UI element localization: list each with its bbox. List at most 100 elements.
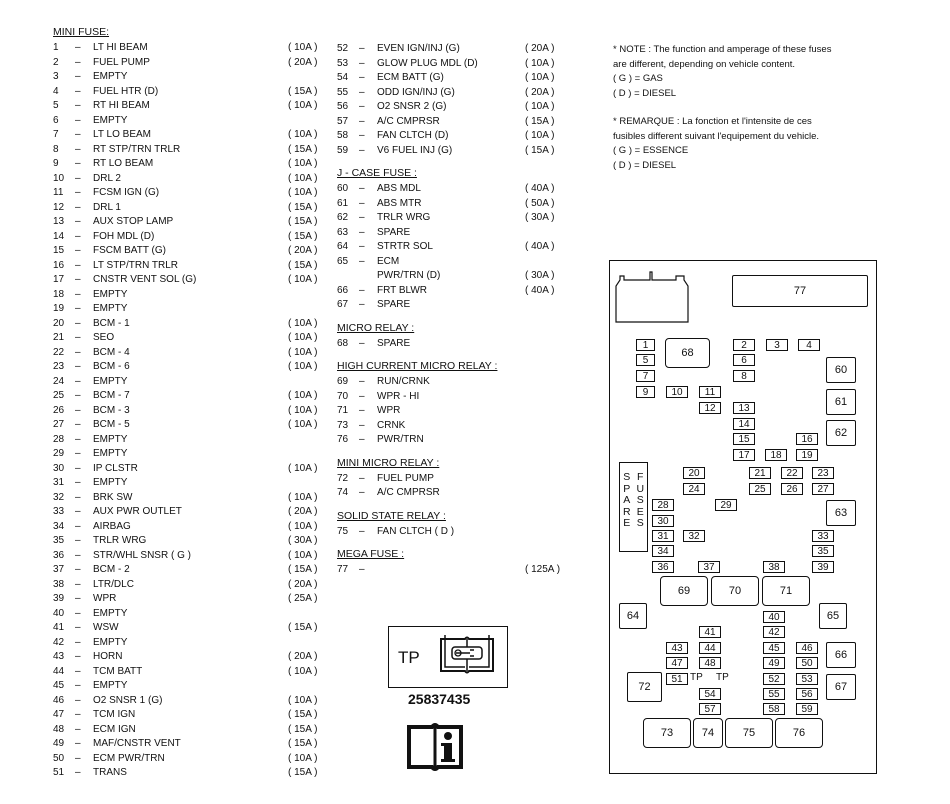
fuse-circuit: PWR/TRN — [377, 434, 424, 445]
fuse-list-row: 22–BCM - 4( 10A ) — [53, 346, 343, 361]
separator: – — [359, 284, 365, 296]
fuse-list-row: 55–ODD IGN/INJ (G)( 20A ) — [337, 86, 587, 101]
fuse-circuit: RUN/CRNK — [377, 376, 430, 387]
fuse-circuit: RT LO BEAM — [93, 158, 154, 169]
fuse-slot-57: 57 — [699, 703, 721, 715]
separator: – — [75, 723, 81, 735]
note-line: ( G ) = ESSENCE — [613, 145, 689, 156]
info-manual-icon — [407, 723, 463, 771]
fuse-number: 33 — [53, 506, 65, 517]
fuse-circuit: BCM - 5 — [93, 419, 130, 430]
fuse-amperage: ( 10A ) — [288, 346, 318, 358]
fuse-circuit: TRLR WRG — [377, 212, 431, 223]
separator: – — [75, 462, 81, 474]
fuse-list-row: 10–DRL 2( 10A ) — [53, 172, 343, 187]
fuse-list-row: 75–FAN CLTCH ( D ) — [337, 525, 587, 540]
fuse-slot-4: 4 — [798, 339, 820, 351]
letter: A — [623, 494, 631, 506]
fuse-number: 1 — [53, 42, 59, 53]
fuse-number: 14 — [53, 230, 65, 242]
tp-label: TP — [398, 648, 420, 667]
fuse-circuit: EMPTY — [93, 303, 128, 314]
fuse-slot-53: 53 — [796, 673, 818, 685]
fuse-list-row: 43–HORN( 20A ) — [53, 650, 343, 665]
fuse-list-row: 17–CNSTR VENT SOL (G)( 10A ) — [53, 273, 343, 288]
fuse-slot-15: 15 — [733, 433, 755, 445]
note-line: ( D ) = DIESEL — [613, 87, 677, 99]
fuse-circuit: TCM BATT — [93, 665, 143, 677]
fuse-circuit: SPARE — [377, 226, 411, 238]
fuse-number: 15 — [53, 245, 65, 256]
fuse-number: 12 — [53, 201, 65, 213]
fuse-list-row: 38–LTR/DLC( 20A ) — [53, 578, 343, 593]
fuse-circuit: STR/WHL SNSR ( G ) — [93, 549, 191, 561]
fuse-slot-19: 19 — [796, 449, 818, 461]
fuse-slot-48: 48 — [699, 657, 721, 669]
fuse-list-row: 30–IP CLSTR( 10A ) — [53, 462, 343, 477]
fuse-number: 20 — [53, 317, 65, 329]
note-line: are different, depending on vehicle cont… — [613, 58, 796, 70]
fuse-number: 27 — [53, 419, 65, 430]
fuse-circuit: CNSTR VENT SOL (G) — [93, 274, 197, 285]
fuse-circuit: WSW — [93, 622, 119, 633]
fuse-slot-58: 58 — [763, 703, 785, 715]
fuse-number: 24 — [53, 375, 65, 387]
separator: – — [359, 434, 365, 445]
fuse-number: 61 — [337, 197, 349, 209]
fuse-list-row: 47–TCM IGN( 15A ) — [53, 708, 343, 723]
fuse-list-row: 57–A/C CMPRSR( 15A ) — [337, 115, 587, 130]
separator: – — [75, 332, 81, 343]
fuse-circuit: FUEL HTR (D) — [93, 85, 159, 97]
fuse-slot-24: 24 — [683, 483, 705, 495]
fuse-list-row: 35–TRLR WRG( 30A ) — [53, 534, 343, 549]
fuse-number: 48 — [53, 723, 65, 735]
fuse-amperage: ( 15A ) — [525, 144, 555, 156]
section-heading: SOLID STATE RELAY : — [337, 509, 446, 522]
fuse-list-row: 34–AIRBAG( 10A ) — [53, 520, 343, 535]
separator: – — [75, 622, 81, 633]
fuse-circuit: FRT BLWR — [377, 284, 428, 296]
fuse-slot-32: 32 — [683, 530, 705, 542]
fuse-slot-61: 61 — [826, 389, 856, 415]
fuse-list-row: 20–BCM - 1( 10A ) — [53, 317, 343, 332]
fuse-circuit: FAN CLTCH ( D ) — [377, 525, 455, 537]
fuse-circuit: FUEL PUMP — [93, 56, 150, 68]
fuse-slot-51: 51 — [666, 673, 688, 685]
notes: * NOTE : The function and amperage of th… — [613, 43, 903, 173]
fuse-number — [337, 269, 359, 284]
fuse-list-row: 49–MAF/CNSTR VENT( 15A ) — [53, 737, 343, 752]
fuse-amperage: ( 10A ) — [288, 694, 318, 706]
fuse-amperage: ( 20A ) — [288, 578, 318, 590]
fuse-list-row: 42–EMPTY — [53, 636, 343, 651]
fuse-circuit: SPARE — [377, 337, 411, 349]
fuse-list-row: 33–AUX PWR OUTLET( 20A ) — [53, 505, 343, 520]
fuse-amperage: ( 10A ) — [288, 274, 318, 285]
fuse-circuit: RT STP/TRN TRLR — [93, 143, 181, 155]
fuse-slot-64: 64 — [619, 603, 647, 629]
fuse-amperage: ( 15A ) — [288, 738, 318, 749]
separator: – — [359, 57, 365, 69]
part-number: 25837435 — [408, 691, 471, 707]
fuse-number: 71 — [337, 405, 349, 416]
fuse-slot-17: 17 — [733, 449, 755, 461]
fuse-number: 39 — [53, 593, 65, 604]
separator: – — [75, 390, 81, 401]
separator: – — [75, 129, 81, 140]
separator: – — [75, 520, 81, 532]
fuse-circuit: ECM PWR/TRN — [93, 752, 165, 764]
fuse-list-row: 64–STRTR SOL( 40A ) — [337, 240, 587, 255]
fuse-amperage: ( 15A ) — [525, 115, 555, 127]
fuse-number: 70 — [337, 390, 349, 402]
fuse-circuit: DRL 1 — [93, 201, 121, 213]
fuse-amperage: ( 10A ) — [288, 158, 318, 169]
fuse-amperage: ( 10A ) — [288, 491, 318, 503]
letter: S — [623, 471, 631, 483]
fuse-amperage: ( 10A ) — [525, 130, 555, 141]
fuse-number: 32 — [53, 491, 65, 503]
fuse-amperage: ( 15A ) — [288, 259, 318, 271]
fuse-slot-40: 40 — [763, 611, 785, 623]
fuse-circuit: ECM IGN — [93, 723, 136, 735]
fuse-slot-14: 14 — [733, 418, 755, 430]
fuse-list-row: 56–O2 SNSR 2 (G)( 10A ) — [337, 100, 587, 115]
fuse-circuit: O2 SNSR 2 (G) — [377, 101, 447, 112]
